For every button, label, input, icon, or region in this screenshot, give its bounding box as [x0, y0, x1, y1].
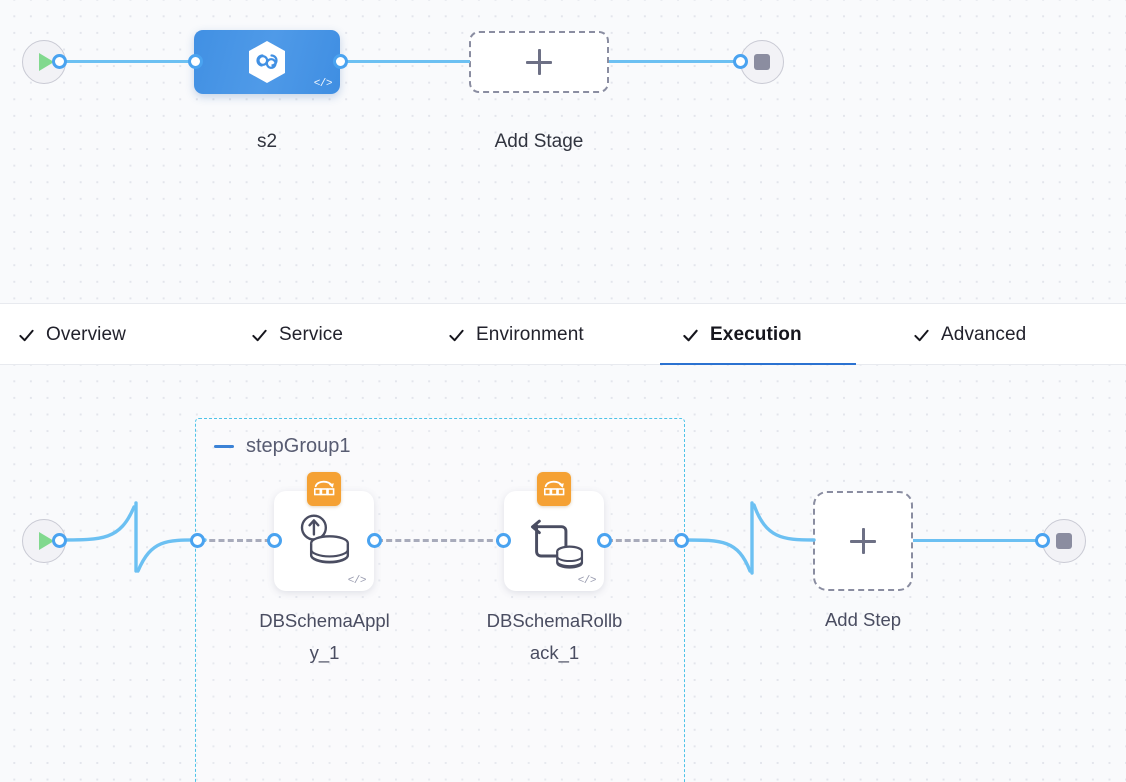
step-2-label-line2: ack_1 — [529, 642, 580, 664]
execution-end-input-port[interactable] — [1035, 533, 1050, 548]
step-1-label: DBSchemaAppl y_1 — [237, 605, 412, 670]
add-stage-button[interactable] — [469, 31, 609, 93]
step-group-header: stepGroup1 — [214, 435, 351, 458]
stage-label: s2 — [256, 131, 278, 152]
add-step-button[interactable] — [813, 491, 913, 591]
link-to-step-1 — [200, 539, 280, 542]
minus-icon[interactable] — [214, 444, 234, 449]
step-2-label: DBSchemaRollb ack_1 — [467, 605, 642, 670]
db-migration-badge-icon — [307, 472, 341, 506]
database-apply-up-arrow-icon — [274, 491, 374, 591]
step-1-input-port[interactable] — [267, 533, 282, 548]
add-step-label: Add Step — [824, 609, 902, 630]
step-node-dbschemaapply[interactable]: </> — [274, 472, 374, 591]
tab-execution-label: Execution — [710, 324, 802, 345]
step-2-code-tag: </> — [577, 575, 597, 587]
stepgroup-input-port[interactable] — [190, 533, 205, 548]
link-addstage-to-end — [609, 60, 745, 64]
step-1-code-tag: </> — [347, 575, 367, 587]
link-step2-to-groupoutput — [607, 539, 675, 542]
check-icon — [683, 329, 698, 341]
stage-output-port[interactable] — [333, 54, 348, 69]
tab-environment-label: Environment — [476, 324, 584, 345]
connector-start-to-stepgroup — [58, 501, 207, 573]
tab-execution[interactable]: Execution — [660, 304, 856, 366]
step-group-title: stepGroup1 — [246, 435, 351, 457]
execution-graph-pane[interactable]: stepGroup1 — [0, 365, 1126, 782]
check-icon — [19, 329, 34, 341]
stage-node-s2[interactable]: </> — [194, 30, 340, 94]
stop-icon — [754, 54, 770, 70]
step-2-input-port[interactable] — [496, 533, 511, 548]
stop-icon — [1056, 533, 1072, 549]
check-icon — [449, 329, 464, 341]
stage-code-tag: </> — [313, 78, 333, 90]
link-step1-to-step2 — [377, 539, 502, 542]
start-output-port[interactable] — [52, 54, 67, 69]
tab-environment[interactable]: Environment — [448, 304, 584, 366]
stage-config-tabs: Overview Service Environment Execution A — [0, 303, 1126, 366]
play-icon — [38, 53, 54, 71]
step-1-label-line1: DBSchemaAppl — [259, 610, 390, 631]
step-1-output-port[interactable] — [367, 533, 382, 548]
stepgroup-output-port[interactable] — [674, 533, 689, 548]
connector-stepgroup-to-addstep — [682, 501, 816, 575]
step-2-output-port[interactable] — [597, 533, 612, 548]
link-stage-to-addstage — [343, 60, 470, 64]
link-addstep-to-end — [913, 539, 1045, 543]
tab-overview[interactable]: Overview — [18, 304, 126, 366]
check-icon — [914, 329, 929, 341]
tab-service-label: Service — [279, 324, 344, 345]
database-rollback-arrow-icon — [504, 491, 604, 591]
step-1-label-line2: y_1 — [309, 642, 340, 664]
tab-advanced-label: Advanced — [941, 324, 1027, 345]
step-2-label-line1: DBSchemaRollb — [486, 610, 623, 631]
harness-hexagon-icon — [249, 41, 285, 83]
end-input-port[interactable] — [733, 54, 748, 69]
link-start-to-stage — [62, 60, 202, 64]
stage-input-port[interactable] — [188, 54, 203, 69]
stage-graph-pane[interactable]: </> s2 Add Stage — [0, 0, 1126, 303]
play-icon — [38, 532, 54, 550]
db-migration-badge-icon — [537, 472, 571, 506]
tab-advanced[interactable]: Advanced — [913, 304, 1026, 366]
step-group-container[interactable]: stepGroup1 — [195, 418, 685, 782]
tab-service[interactable]: Service — [251, 304, 343, 366]
tab-overview-label: Overview — [46, 324, 126, 345]
execution-start-output-port[interactable] — [52, 533, 67, 548]
check-icon — [252, 329, 267, 341]
add-stage-label: Add Stage — [494, 131, 584, 152]
plus-icon — [526, 49, 552, 75]
step-node-dbschemarollback[interactable]: </> — [504, 472, 604, 591]
plus-icon — [850, 528, 876, 554]
